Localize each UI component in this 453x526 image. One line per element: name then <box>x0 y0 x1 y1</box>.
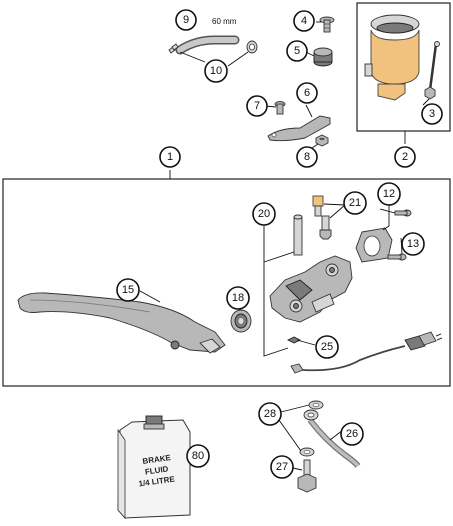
svg-text:5: 5 <box>294 45 300 57</box>
bottle-label-line-1: BRAKE <box>142 453 172 466</box>
master-cylinder-body <box>269 255 353 323</box>
callout-21: 21 <box>343 191 367 215</box>
callout-80: 80 <box>186 444 210 468</box>
brake-hose <box>303 409 361 468</box>
callout-20: 20 <box>252 202 276 226</box>
brake-fluid-bottle: BRAKE FLUID 1/4 LITRE <box>117 415 191 520</box>
brake-lever <box>17 292 226 354</box>
brake-light-switch <box>286 331 443 374</box>
svg-text:20: 20 <box>258 208 270 220</box>
callout-9: 9 <box>175 9 197 31</box>
svg-text:15: 15 <box>122 284 134 296</box>
svg-text:25: 25 <box>321 341 333 353</box>
hose-clamp-left <box>168 43 179 54</box>
banjo-bolt <box>297 459 317 493</box>
svg-text:10: 10 <box>210 65 222 77</box>
svg-text:7: 7 <box>254 100 260 112</box>
clamp-screw-upper <box>394 209 412 217</box>
svg-text:18: 18 <box>232 292 244 304</box>
svg-text:28: 28 <box>264 408 276 420</box>
svg-text:26: 26 <box>346 428 358 440</box>
callout-26: 26 <box>340 422 364 446</box>
callout-15: 15 <box>116 278 140 302</box>
bleeder-valve-upper <box>312 195 324 217</box>
svg-text:12: 12 <box>383 188 395 200</box>
pivot-pin <box>293 214 303 256</box>
svg-text:13: 13 <box>407 238 419 250</box>
callout-6: 6 <box>296 82 318 104</box>
fluid-reservoir <box>364 14 420 101</box>
reservoir-mount-screw <box>424 41 440 100</box>
svg-text:9: 9 <box>183 14 189 26</box>
svg-text:80: 80 <box>192 450 204 462</box>
svg-text:4: 4 <box>301 15 307 27</box>
hose-length-label: 60 mm <box>212 17 237 26</box>
svg-text:1: 1 <box>167 151 173 163</box>
callout-3: 3 <box>421 103 443 125</box>
callout-10: 10 <box>204 59 228 83</box>
callout-27: 27 <box>270 455 294 479</box>
bottle-label-line-2: FLUID <box>144 464 169 476</box>
callout-25: 25 <box>315 335 339 359</box>
callout-12: 12 <box>377 182 401 206</box>
bracket-nut <box>315 134 329 147</box>
assembly-frame-1 <box>2 178 451 387</box>
svg-text:3: 3 <box>429 108 435 120</box>
svg-text:6: 6 <box>304 87 310 99</box>
svg-text:27: 27 <box>276 461 288 473</box>
sealing-washer-lower <box>299 447 315 457</box>
bleeder-valve-lower <box>319 215 332 240</box>
callout-13: 13 <box>401 232 425 256</box>
reservoir-hose <box>175 35 240 55</box>
callout-28: 28 <box>258 402 282 426</box>
handlebar-clamp <box>355 227 393 263</box>
svg-text:8: 8 <box>304 151 310 163</box>
hose-clamp-right <box>246 40 258 54</box>
callout-5: 5 <box>286 40 308 62</box>
cover-screw <box>319 16 335 33</box>
callout-1: 1 <box>159 146 181 168</box>
sealing-washer-upper <box>308 400 324 410</box>
callout-4: 4 <box>293 10 315 32</box>
bracket-screw <box>274 101 286 115</box>
callout-8: 8 <box>296 146 318 168</box>
clamp-screw-lower <box>387 253 407 261</box>
callout-7: 7 <box>246 95 268 117</box>
dust-boot <box>230 309 252 333</box>
svg-text:21: 21 <box>349 197 361 209</box>
reservoir-diaphragm <box>313 47 333 67</box>
callout-18: 18 <box>226 286 250 310</box>
svg-text:2: 2 <box>402 151 408 163</box>
callout-2: 2 <box>394 146 416 168</box>
reservoir-bracket <box>267 115 331 142</box>
reservoir-kit-frame <box>356 2 451 132</box>
